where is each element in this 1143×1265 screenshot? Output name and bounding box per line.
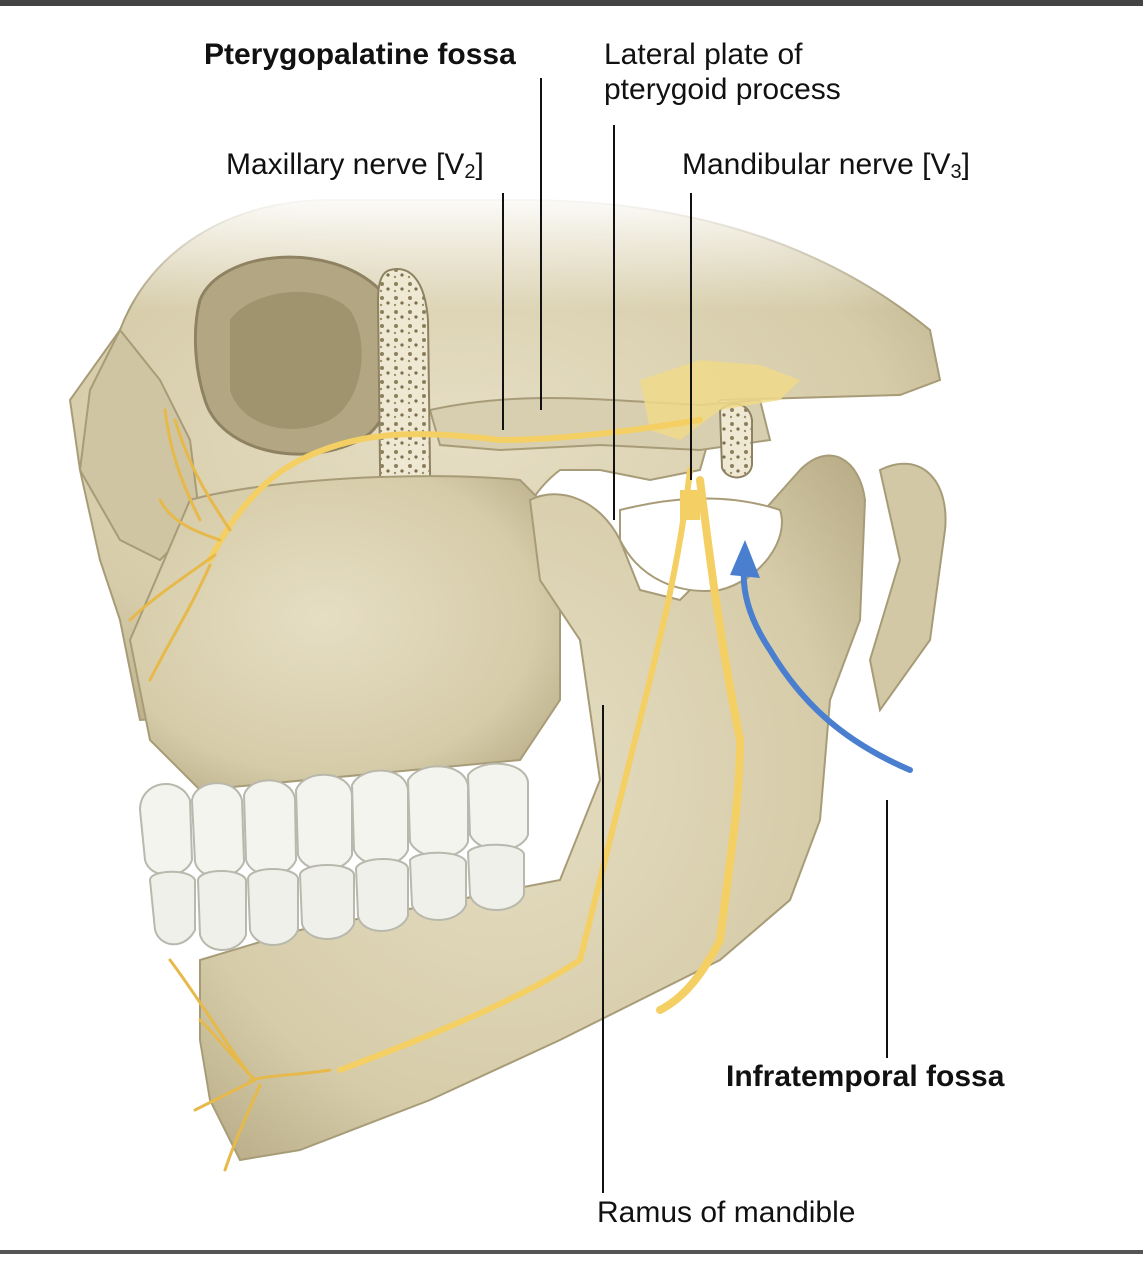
infraorbital-branches [128, 408, 232, 682]
orbit-depth [230, 291, 362, 429]
mandible [199, 454, 867, 1162]
upper-teeth [138, 762, 529, 878]
maxillary-nerve-path [207, 417, 703, 563]
nerve-trunk [680, 490, 700, 520]
sphenoid-region [640, 360, 800, 440]
lower-teeth [148, 843, 525, 951]
nasal-bone [78, 328, 202, 562]
arrow-head [730, 540, 760, 578]
mental-branches [168, 958, 332, 1172]
label-infratemporal-fossa: Infratemporal fossa [726, 1060, 1005, 1093]
label-lateral-plate: Lateral plate of pterygoid process [604, 38, 841, 107]
leader-lines [502, 78, 888, 1193]
top-rule [0, 0, 1143, 6]
label-ramus-of-mandible: Ramus of mandible [597, 1196, 856, 1229]
cranium-fade [60, 190, 960, 310]
label-maxillary-nerve: Maxillary nerve [V2] [226, 148, 484, 183]
label-lateral-plate-line1: Lateral plate of [604, 38, 803, 71]
inferior-alveolar-nerve [656, 476, 745, 1014]
infratemporal-arrow [740, 557, 913, 773]
maxilla [128, 475, 561, 792]
mastoid-fragment [868, 462, 947, 713]
arch-stump [718, 402, 753, 479]
mandibular-nerve-path [337, 467, 693, 1073]
label-lateral-plate-line2: pterygoid process [604, 72, 841, 106]
bottom-rule [0, 1250, 1143, 1254]
label-pterygopalatine-fossa: Pterygopalatine fossa [204, 38, 516, 71]
label-mandibular-nerve: Mandibular nerve [V3] [682, 148, 970, 183]
